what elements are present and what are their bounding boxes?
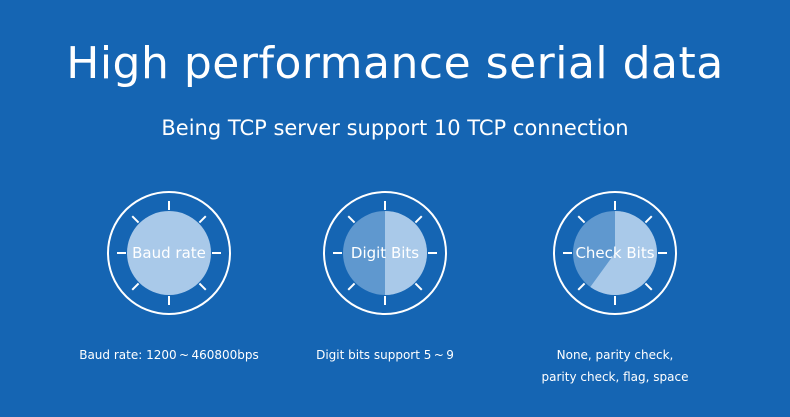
dial-tick [198, 282, 207, 291]
baud-rate-dial-graphic [107, 191, 231, 315]
digit-bits-dial: Digit Bits [320, 188, 450, 318]
page-title: High performance serial data [66, 38, 724, 89]
digit-bits-description-line: Digit bits support 5 ~ 9 [316, 348, 454, 362]
check-bits-label: Check Bits [575, 244, 655, 262]
dial-ring [553, 191, 677, 315]
baud-rate-description: Baud rate: 1200 ~ 460800bps [49, 344, 289, 366]
dial-fill-sector [385, 211, 427, 295]
dial-tick [131, 282, 140, 291]
check-bits-dial: Check Bits [550, 188, 680, 318]
dial-tick [414, 215, 423, 224]
dial-ring [107, 191, 231, 315]
dial-tick [644, 282, 653, 291]
check-bits-description: None, parity check, parity check, flag, … [495, 344, 735, 388]
check-bits-dial-graphic [553, 191, 677, 315]
dial-tick [644, 215, 653, 224]
dial-tick [198, 215, 207, 224]
digit-bits-dial-graphic [323, 191, 447, 315]
dial-ring [323, 191, 447, 315]
dial-tick [577, 215, 586, 224]
digit-bits-label: Digit Bits [350, 244, 420, 262]
baud-rate-dial: Baud rate [104, 188, 234, 318]
dial-tick [347, 282, 356, 291]
dial-tick [577, 282, 586, 291]
check-bits-description-line-1: None, parity check, [556, 348, 674, 362]
dial-fill [127, 211, 211, 295]
digit-bits-description: Digit bits support 5 ~ 9 [265, 344, 505, 366]
dial-tick [347, 215, 356, 224]
baud-rate-label: Baud rate [132, 244, 206, 262]
baud-rate-description-line: Baud rate: 1200 ~ 460800bps [79, 348, 259, 362]
dial-tick [414, 282, 423, 291]
page-subtitle: Being TCP server support 10 TCP connecti… [161, 116, 629, 140]
check-bits-description-line-2: parity check, flag, space [541, 370, 689, 384]
dial-tick [131, 215, 140, 224]
dial-fill-sector [590, 211, 657, 295]
